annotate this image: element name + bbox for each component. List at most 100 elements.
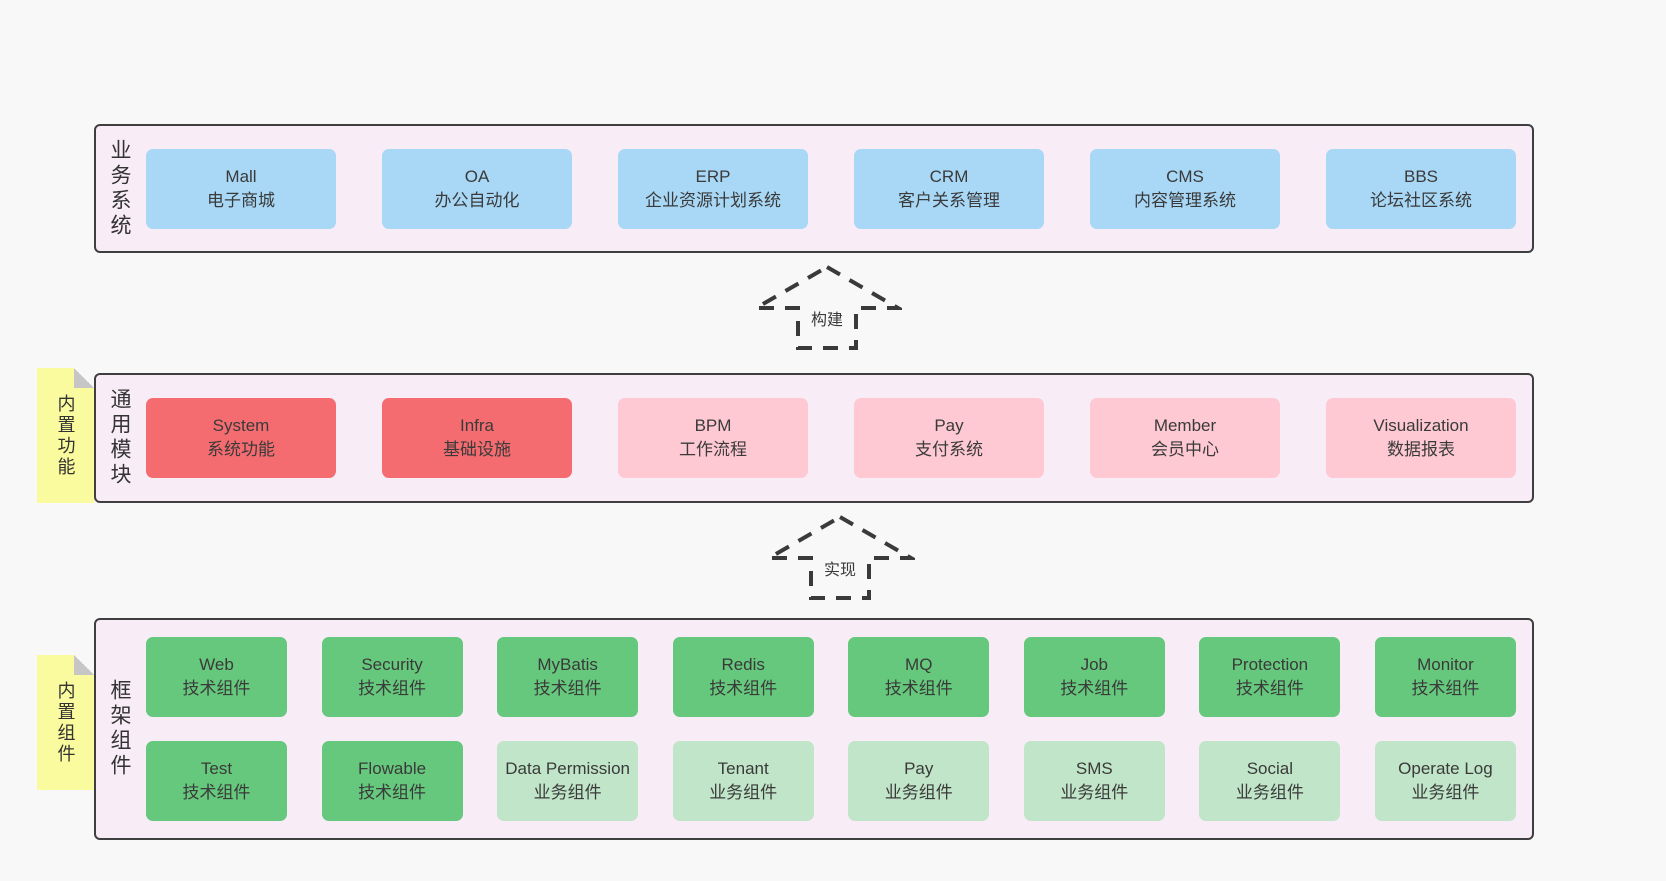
box-bbs: BBS 论坛社区系统 <box>1326 148 1516 229</box>
box-title: Operate Log <box>1398 759 1493 779</box>
box-subtitle: 业务组件 <box>1060 783 1129 802</box>
arrow-label: 构建 <box>808 306 846 330</box>
box-subtitle: 技术组件 <box>1060 679 1129 698</box>
box-row: Mall 电子商城 OA 办公自动化 ERP 企业资源计划系统 CRM 客户关系管理 CMS 内容… <box>146 148 1516 229</box>
box-title: Data Permission <box>505 759 630 779</box>
box-erp: ERP 企业资源计划系统 <box>618 148 808 229</box>
box-title: Pay <box>904 759 934 779</box>
box-pay: Pay 支付系统 <box>854 398 1044 478</box>
sticky-note-builtin-functions: 内置功能 <box>37 368 94 503</box>
layer-label: 通用模块 <box>108 388 131 488</box>
layer-rows: Mall 电子商城 OA 办公自动化 ERP 企业资源计划系统 CRM 客户关系管理 CMS 内容… <box>146 126 1516 251</box>
box-tenant: Tenant 业务组件 <box>672 741 814 821</box>
box-mybatis: MyBatis 技术组件 <box>497 637 639 717</box>
box-title: Pay <box>934 416 964 436</box>
box-title: Member <box>1153 416 1217 436</box>
box-subtitle: 办公自动化 <box>434 190 520 210</box>
box-title: Visualization <box>1373 416 1469 436</box>
box-title: Flowable <box>358 759 427 779</box>
box-operate-log: Operate Log 业务组件 <box>1374 741 1516 821</box>
box-subtitle: 技术组件 <box>358 783 427 802</box>
box-subtitle: 论坛社区系统 <box>1370 190 1472 210</box>
box-test: Test 技术组件 <box>146 741 287 821</box>
box-title: MQ <box>905 655 933 675</box>
box-subtitle: 业务组件 <box>533 783 602 802</box>
box-subtitle: 技术组件 <box>533 679 602 698</box>
box-infra: Infra 基础设施 <box>382 398 572 478</box>
box-data-permission: Data Permission 业务组件 <box>497 741 639 821</box>
box-visualization: Visualization 数据报表 <box>1326 398 1516 478</box>
box-subtitle: 技术组件 <box>358 679 427 698</box>
box-title: OA <box>464 166 490 186</box>
layer-label: 业务系统 <box>108 138 131 239</box>
box-subtitle: 技术组件 <box>884 679 953 698</box>
box-title: CRM <box>929 166 969 186</box>
arrow-label: 实现 <box>821 556 859 580</box>
box-subtitle: 业务组件 <box>1235 783 1304 802</box>
box-mq: MQ 技术组件 <box>848 637 990 717</box>
box-flowable: Flowable 技术组件 <box>321 741 463 821</box>
box-crm: CRM 客户关系管理 <box>854 148 1044 229</box>
box-title: Web <box>199 655 234 675</box>
box-subtitle: 企业资源计划系统 <box>645 190 781 210</box>
implement-arrow-icon: 实现 <box>765 514 915 600</box>
box-subtitle: 技术组件 <box>709 679 778 698</box>
box-subtitle: 基础设施 <box>443 440 511 459</box>
folded-corner-icon <box>74 368 94 388</box>
layer-label: 框架组件 <box>108 679 131 779</box>
box-cms: CMS 内容管理系统 <box>1090 148 1280 229</box>
box-subtitle: 内容管理系统 <box>1134 190 1236 210</box>
box-title: Security <box>361 655 423 675</box>
box-job: Job 技术组件 <box>1023 637 1165 717</box>
box-web: Web 技术组件 <box>146 637 287 717</box>
box-pay: Pay 业务组件 <box>848 741 990 821</box>
box-title: MyBatis <box>537 655 598 675</box>
box-sms: SMS 业务组件 <box>1023 741 1165 821</box>
box-title: Test <box>200 759 233 779</box>
sticky-note-label: 内置功能 <box>55 393 76 478</box>
box-title: BPM <box>694 416 732 436</box>
box-subtitle: 支付系统 <box>915 440 983 459</box>
sticky-note-label: 内置组件 <box>55 680 76 765</box>
box-protection: Protection 技术组件 <box>1199 637 1341 717</box>
box-subtitle: 电子商城 <box>207 190 275 210</box>
box-subtitle: 业务组件 <box>1411 783 1480 802</box>
box-title: ERP <box>695 166 731 186</box>
box-subtitle: 会员中心 <box>1151 440 1219 459</box>
box-subtitle: 技术组件 <box>182 679 251 698</box>
box-member: Member 会员中心 <box>1090 398 1280 478</box>
box-title: BBS <box>1403 166 1439 186</box>
box-title: Monitor <box>1417 655 1474 675</box>
box-subtitle: 工作流程 <box>679 440 747 459</box>
box-subtitle: 客户关系管理 <box>898 190 1000 210</box>
box-subtitle: 业务组件 <box>884 783 953 802</box>
folded-corner-icon <box>74 655 94 675</box>
box-subtitle: 技术组件 <box>1235 679 1304 698</box>
box-oa: OA 办公自动化 <box>382 148 572 229</box>
box-title: Job <box>1080 655 1109 675</box>
box-title: Protection <box>1231 655 1309 675</box>
sticky-note-builtin-components: 内置组件 <box>37 655 94 790</box>
box-title: Infra <box>459 416 495 436</box>
box-subtitle: 技术组件 <box>182 783 251 802</box>
box-title: CMS <box>1166 166 1204 186</box>
box-security: Security 技术组件 <box>321 637 463 717</box>
box-title: SMS <box>1075 759 1113 779</box>
box-monitor: Monitor 技术组件 <box>1374 637 1516 717</box>
box-subtitle: 业务组件 <box>709 783 778 802</box>
box-title: Mall <box>225 166 257 186</box>
box-subtitle: 数据报表 <box>1387 440 1455 459</box>
box-title: Tenant <box>717 759 769 779</box>
box-subtitle: 技术组件 <box>1411 679 1480 698</box>
